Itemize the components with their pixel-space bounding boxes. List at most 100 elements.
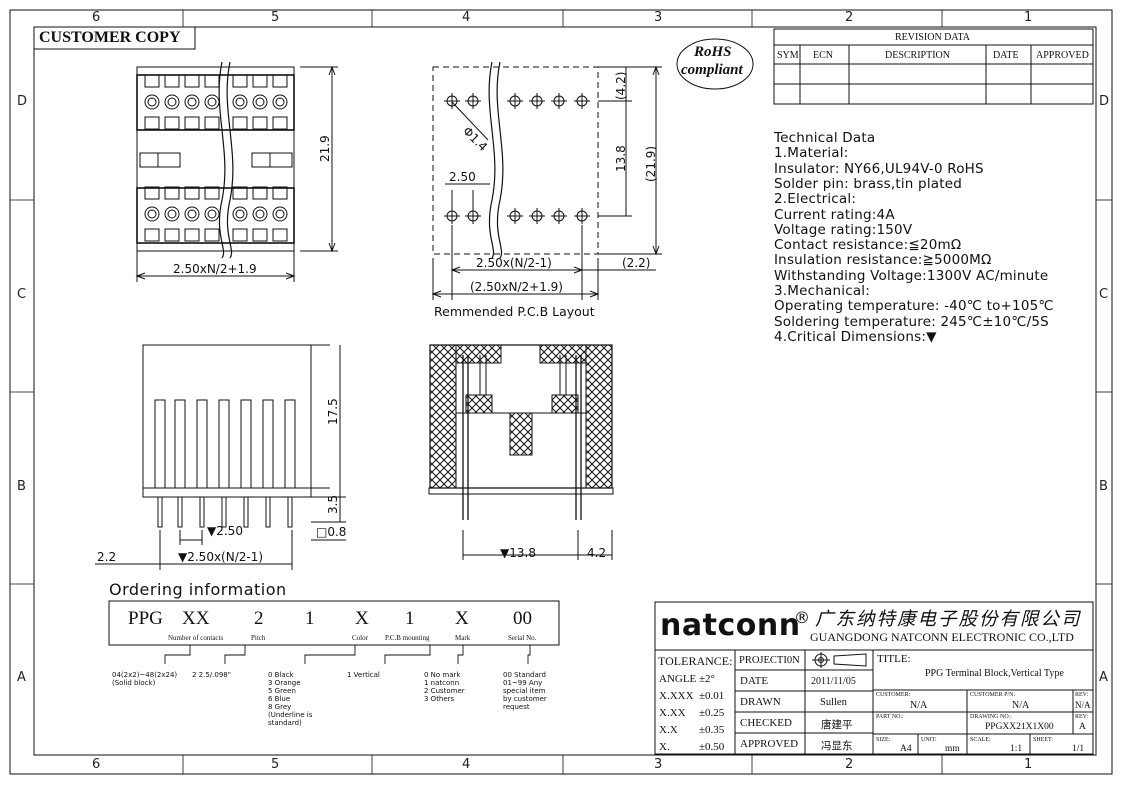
- order-label-mark: Mark: [455, 634, 471, 642]
- zone-row-a: A: [17, 670, 26, 685]
- zone-col-1-bottom: 1: [1024, 757, 1033, 772]
- company-chinese-name: 广东纳特康电子股份有限公司: [815, 609, 1082, 630]
- terminal-screw: [144, 206, 160, 222]
- terminal-clamp: [232, 74, 248, 88]
- order-box-contacts: 04(2x2)~48(2x24) (Solid block): [112, 671, 178, 687]
- technical-data-line: Withstanding Voltage:1300V AC/minute: [774, 267, 1049, 284]
- dim-pcb-13-8: 13.8: [614, 145, 628, 172]
- date-label: DATE: [740, 675, 769, 687]
- scale-label: SCALE:: [970, 737, 991, 743]
- unit-value: mm: [945, 744, 960, 754]
- title-value: PPG Terminal Block,Vertical Type: [925, 668, 1064, 679]
- terminal-clamp: [272, 186, 288, 200]
- terminal-screw: [204, 206, 220, 222]
- dim-top-width: 2.50xN/2+1.9: [173, 262, 257, 276]
- customer-label: CUSTOMER:: [876, 692, 911, 698]
- dim-side-0-8: □0.8: [316, 525, 347, 539]
- zone-col-2-bottom: 2: [845, 757, 854, 772]
- technical-data-line: 4.Critical Dimensions:▼: [774, 328, 937, 345]
- zone-row-d: D: [17, 94, 28, 109]
- dim-pcb-row: 2.50x(N/2-1): [476, 256, 552, 270]
- terminal-clamp: [164, 116, 180, 130]
- rohs-compliant-label: compliant: [681, 62, 743, 78]
- side-terminal-body: [154, 399, 166, 489]
- terminal-clamp: [144, 74, 160, 88]
- zone-row-a-right: A: [1099, 670, 1108, 685]
- dim-pcb-21-9: (21.9): [644, 145, 658, 182]
- terminal-clamp: [184, 228, 200, 242]
- terminal-clamp: [272, 74, 288, 88]
- tolerance-key: ANGLE: [659, 673, 697, 685]
- tolerance-key: X.XXX: [659, 690, 694, 702]
- terminal-screw: [204, 94, 220, 110]
- terminal-screw: [144, 94, 160, 110]
- terminal-clamp: [144, 186, 160, 200]
- terminal-screw-inner: [235, 97, 245, 107]
- drawing-no-value: PPGXX21X1X00: [985, 722, 1054, 732]
- size-label: SIZE:: [876, 737, 891, 743]
- side-terminal-body: [218, 399, 230, 489]
- terminal-screw: [272, 94, 288, 110]
- technical-data-line: Insulator: NY66,UL94V-0 RoHS: [774, 160, 984, 177]
- terminal-clamp: [164, 74, 180, 88]
- revision-header-approved: APPROVED: [1036, 50, 1089, 61]
- terminal-screw: [252, 206, 268, 222]
- terminal-screw-inner: [275, 97, 285, 107]
- terminal-clamp: [252, 74, 268, 88]
- date-value: 2011/11/05: [811, 676, 856, 687]
- zone-col-3-bottom: 3: [654, 757, 663, 772]
- title-label: TITLE:: [877, 653, 911, 665]
- terminal-screw-inner: [187, 209, 197, 219]
- size-value: A4: [900, 744, 912, 754]
- order-label-pitch: Pitch: [251, 634, 266, 642]
- terminal-clamp: [232, 186, 248, 200]
- terminal-screw: [164, 94, 180, 110]
- side-solder-pin: [177, 496, 183, 528]
- tolerance-value: ±0.01: [699, 690, 725, 702]
- order-code-1: XX: [182, 608, 210, 629]
- ordering-title: Ordering information: [109, 580, 287, 599]
- customer-pn-label: CUSTOMER P/N:: [970, 692, 1016, 698]
- brand-registered-mark: ®: [794, 608, 810, 627]
- dim-section-4-2: 4.2: [587, 546, 607, 560]
- side-solder-pin: [157, 496, 163, 528]
- order-code-7: 00: [513, 608, 532, 629]
- terminal-clamp: [232, 228, 248, 242]
- terminal-screw-inner: [187, 97, 197, 107]
- terminal-clamp: [252, 186, 268, 200]
- order-label-contacts: Number of contacts: [168, 634, 224, 642]
- company-english-name: GUANGDONG NATCONN ELECTRONIC CO.,LTD: [810, 630, 1074, 644]
- dim-pcb-2-2: (2.2): [622, 256, 651, 270]
- order-label-serial: Serial No.: [508, 634, 537, 642]
- zone-col-2: 2: [845, 10, 854, 25]
- order-code-3: 1: [305, 608, 315, 629]
- zone-row-c: C: [17, 287, 27, 302]
- revision-header-sym: SYM: [777, 50, 799, 61]
- order-label-color: Color: [352, 634, 368, 642]
- dim-pcb-total: (2.50xN/2+1.9): [470, 280, 563, 294]
- side-terminal-body: [284, 399, 296, 489]
- technical-data-line: 3.Mechanical:: [774, 283, 870, 299]
- order-box-serial: 00 Standard 01~99 Any special item by cu…: [503, 671, 547, 711]
- terminal-screw-inner: [275, 209, 285, 219]
- side-terminal-body: [240, 399, 252, 489]
- technical-data-line: Solder pin: brass,tin plated: [774, 175, 963, 192]
- dim-side-row: ▼2.50x(N/2-1): [178, 550, 264, 564]
- terminal-screw: [272, 206, 288, 222]
- customer-value: N/A: [910, 700, 928, 711]
- tolerance-key: X.XX: [659, 707, 686, 719]
- terminal-clamp: [164, 186, 180, 200]
- order-box-color: 0 Black 3 Orange 5 Green 6 Blue 8 Grey (…: [268, 671, 313, 727]
- order-box-mark: 0 No mark 1 natconn 2 Customer 3 Others: [424, 671, 465, 703]
- dim-section-13-8: ▼13.8: [500, 546, 536, 560]
- zone-col-3: 3: [654, 10, 663, 25]
- checked-label: CHECKED: [740, 717, 792, 729]
- technical-data-line: Current rating:4A: [774, 206, 895, 223]
- tolerance-key: X.X: [659, 724, 678, 736]
- approved-label: APPROVED: [740, 738, 799, 750]
- terminal-clamp: [272, 228, 288, 242]
- order-code-6: X: [455, 608, 469, 629]
- sheet-value: 1/1: [1072, 744, 1085, 754]
- terminal-screw-inner: [235, 209, 245, 219]
